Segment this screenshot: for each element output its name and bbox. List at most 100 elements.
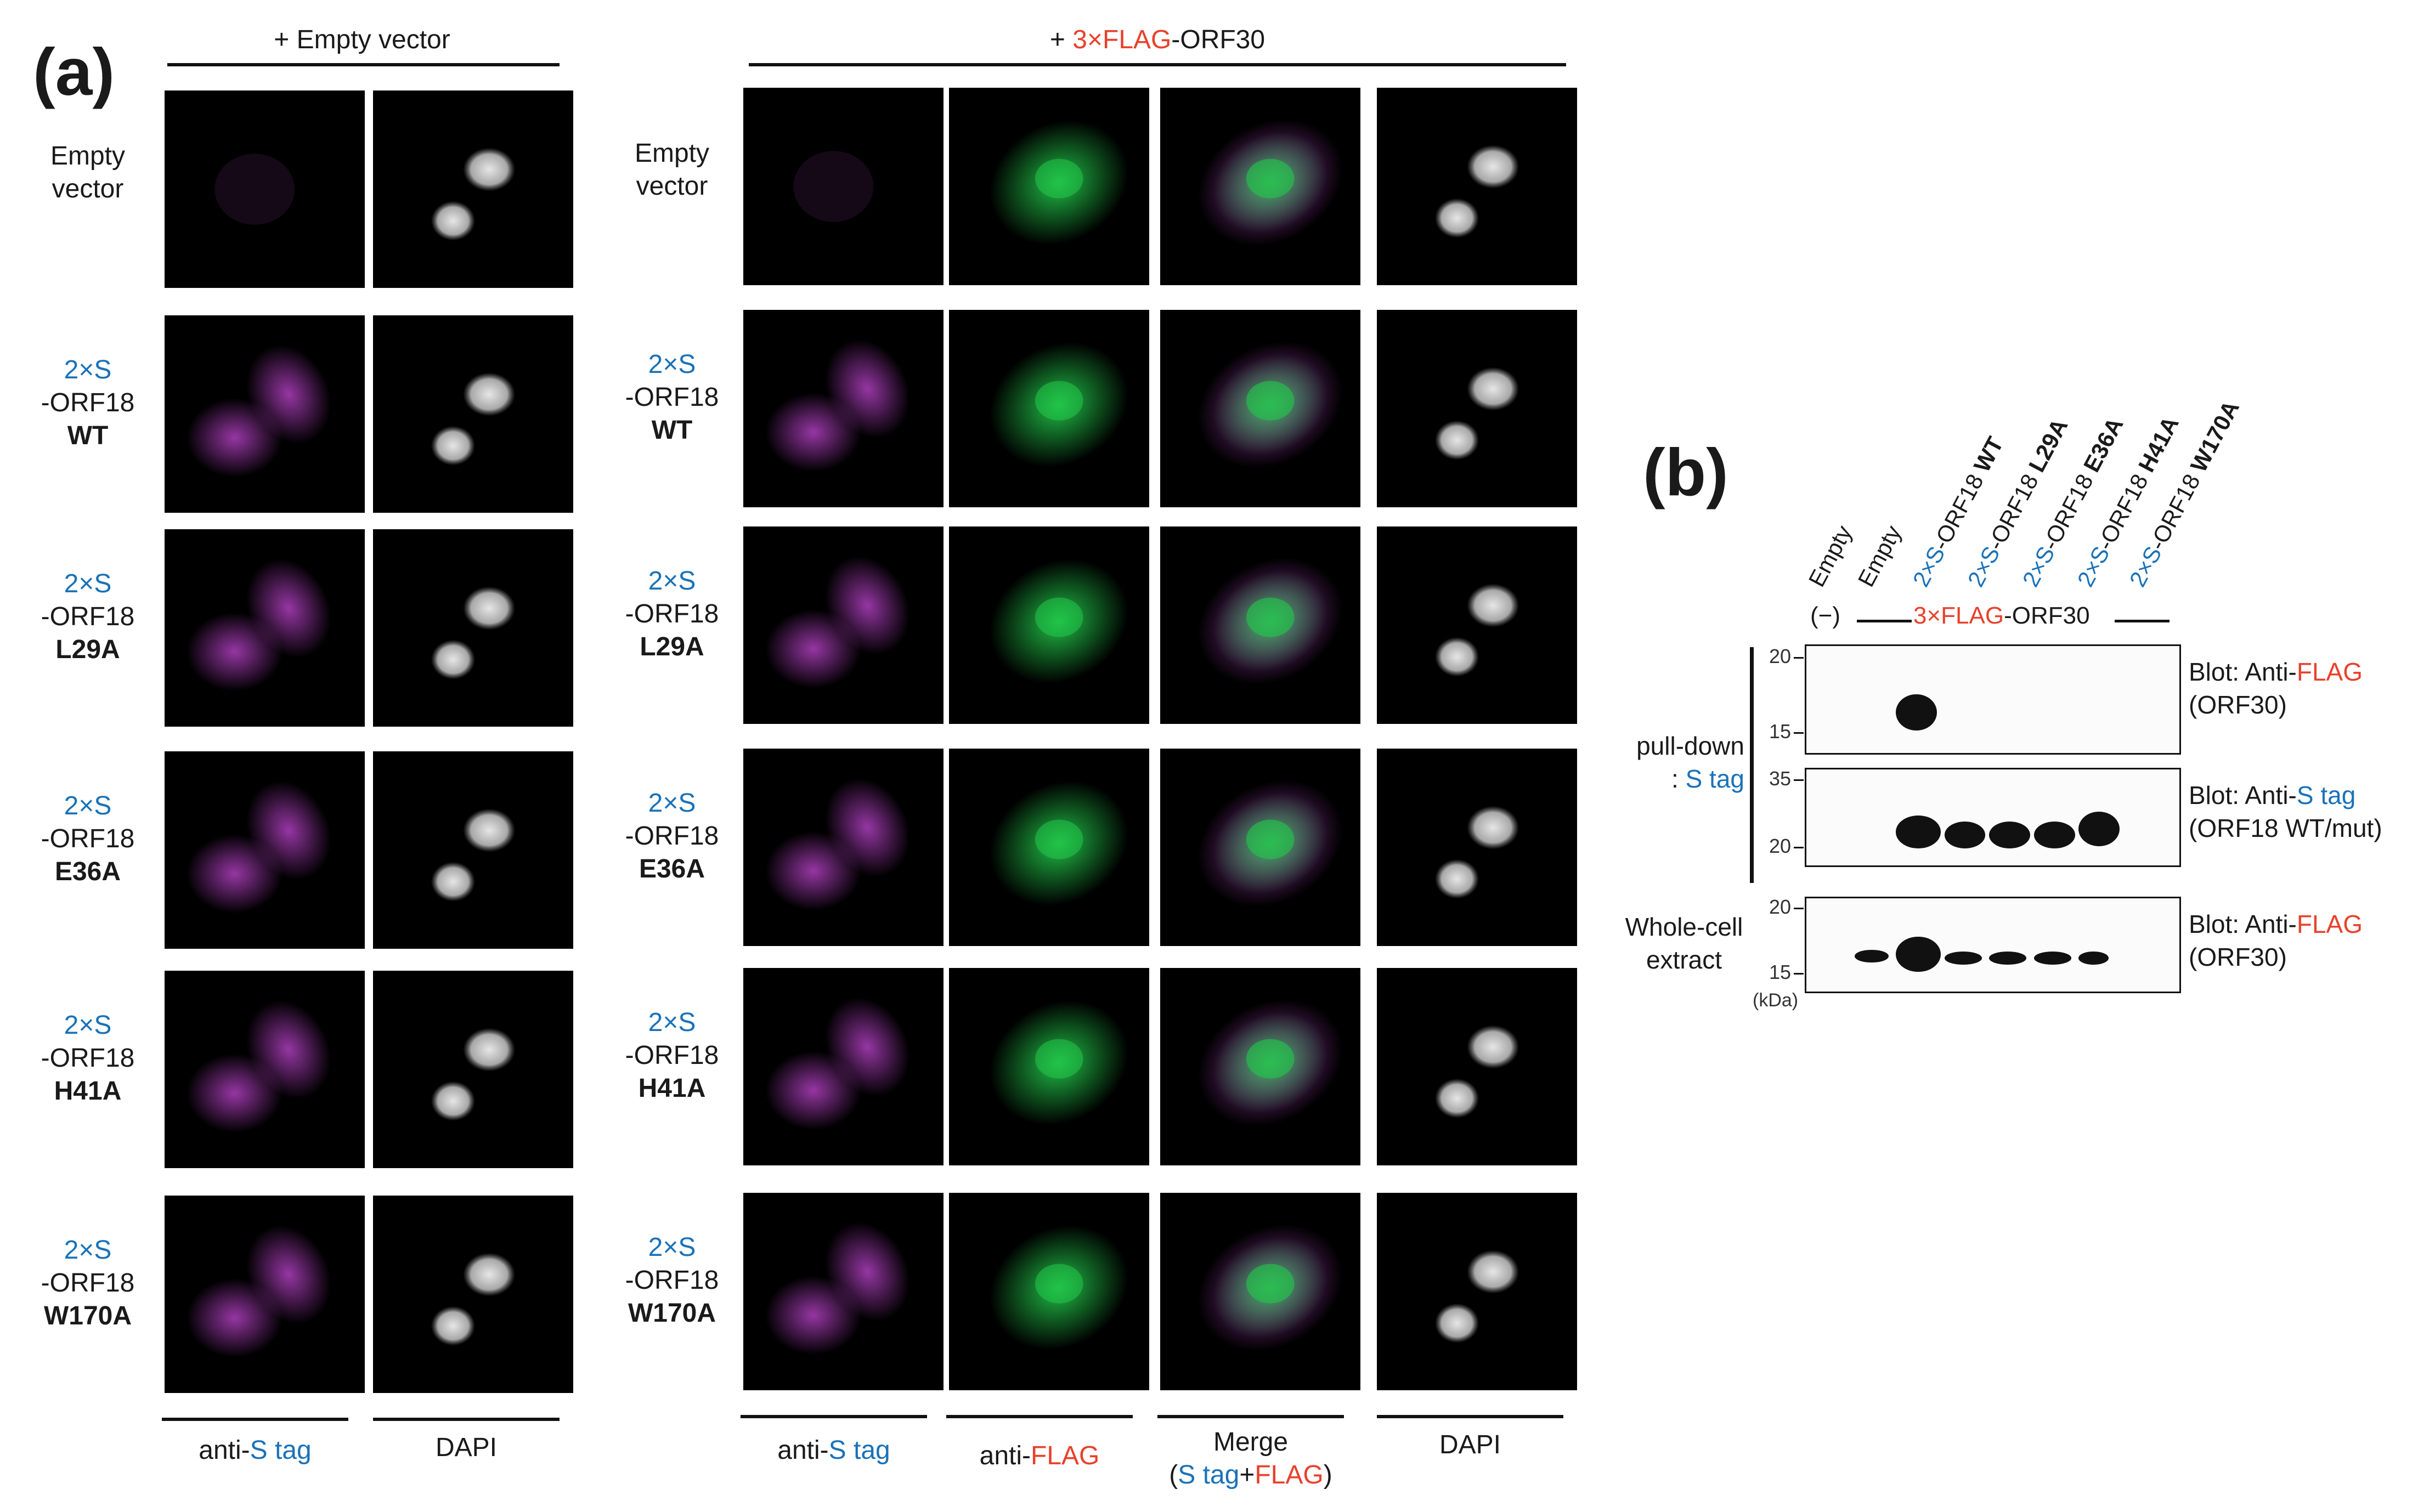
row-label-line1: 2×S (648, 789, 696, 818)
micrograph-flag-orf30-dapi-row0 (1377, 88, 1577, 285)
pulldown-label: pull-down : S tag (1636, 732, 1744, 793)
micrograph-flag-orf30-flag-row3 (949, 749, 1149, 946)
lane-mutation: W170A (2185, 396, 2245, 477)
lane-mutation: E36A (2078, 413, 2128, 477)
kda-unit-label: (kDa) (1753, 990, 1799, 1011)
col-label-anti-s-tag-right: anti-S tag (777, 1436, 890, 1465)
western-blot-0 (1805, 644, 2181, 755)
micrograph-empty-vector-s-tag-row4 (165, 971, 365, 1168)
col-underline-right-1 (741, 1415, 927, 1418)
blot-band (1944, 951, 1982, 965)
row-label-line3: H41A (54, 1077, 122, 1106)
blot-label-prefix: Blot: Anti- (2189, 781, 2297, 809)
mw-marker-label: 15 (1769, 961, 1791, 984)
row-label-line2: -ORF18 (41, 1044, 135, 1073)
row-label-line2: -ORF18 (625, 383, 719, 412)
mw-marker-label: 15 (1769, 720, 1791, 743)
micrograph-flag-orf30-flag-row2 (949, 526, 1149, 724)
micrograph-empty-vector-dapi-row5 (373, 1196, 573, 1393)
micrograph-flag-orf30-s-tag-row5 (743, 1193, 944, 1390)
mw-marker-tick (1794, 779, 1804, 781)
micrograph-empty-vector-dapi-row3 (373, 751, 573, 949)
group-header-empty-vector: + Empty vector (274, 25, 450, 54)
micrograph-empty-vector-s-tag-row3 (165, 751, 365, 949)
micrograph-empty-vector-s-tag-row5 (165, 1196, 365, 1393)
mw-marker-tick (1794, 908, 1804, 910)
micrograph-flag-orf30-flag-row5 (949, 1193, 1149, 1390)
blot-band (1944, 821, 1986, 848)
row-label-line1: 2×S (64, 355, 112, 384)
lane-group-bar-left (1857, 620, 1912, 622)
row-label-line3: L29A (640, 632, 704, 661)
col-underline-right-2 (946, 1415, 1133, 1418)
pulldown-bracket (1750, 647, 1754, 883)
lane-label-4: 2×S-ORF18 E36A (2018, 413, 2129, 591)
row-label-line2: -ORF18 (41, 1269, 135, 1298)
micrograph-empty-vector-dapi-row1 (373, 315, 573, 513)
row-label-line2: -ORF18 (41, 388, 135, 417)
col-underline-right-4 (1377, 1415, 1563, 1418)
row-label-line1: Empty (50, 141, 126, 171)
lane-text: -ORF18 (2037, 464, 2101, 554)
blot-label-prefix: Blot: Anti- (2189, 658, 2297, 686)
mw-marker-label: 20 (1769, 834, 1791, 857)
micrograph-flag-orf30-dapi-row3 (1377, 749, 1577, 946)
mw-marker-tick (1794, 657, 1804, 659)
micrograph-flag-orf30-merge-row1 (1160, 310, 1360, 507)
micrograph-empty-vector-s-tag-row1 (165, 315, 365, 513)
micrograph-flag-orf30-s-tag-row3 (743, 749, 944, 946)
blot-label-target: (ORF30) (2189, 943, 2287, 971)
micrograph-flag-orf30-flag-row0 (949, 88, 1149, 285)
lane-label-3: 2×S-ORF18 L29A (1963, 415, 2074, 591)
col-label-dapi-right: DAPI (1439, 1430, 1501, 1459)
row-label-line3: E36A (639, 854, 705, 884)
row-label-line1: 2×S (64, 791, 112, 820)
micrograph-empty-vector-s-tag-row2 (165, 529, 365, 727)
lane-label-0: Empty (1804, 521, 1857, 591)
micrograph-flag-orf30-merge-row3 (1160, 749, 1360, 946)
row-label-line3: WT (67, 421, 109, 450)
blot-antibody-label-0: Blot: Anti-FLAG (ORF30) (2189, 655, 2363, 721)
col-underline-left-2 (373, 1418, 560, 1421)
lane-text: -ORF18 (1982, 464, 2047, 554)
row-label-line1: 2×S (648, 1008, 696, 1037)
micrograph-empty-vector-dapi-row2 (373, 529, 573, 727)
micrograph-flag-orf30-merge-row2 (1160, 526, 1360, 724)
lane-label-1: Empty (1853, 521, 1907, 591)
blot-band (2078, 812, 2120, 846)
blot-antibody-label-2: Blot: Anti-FLAG(ORF30) (2189, 908, 2363, 973)
lane-text: -ORF18 (1927, 464, 1992, 554)
row-label-line3: H41A (638, 1074, 706, 1103)
blot-label-target: (ORF30) (2189, 690, 2287, 719)
micrograph-flag-orf30-s-tag-row2 (743, 526, 944, 724)
group-underline-right (749, 63, 1566, 66)
row-label-line1: 2×S (64, 569, 112, 598)
mw-marker-tick (1794, 846, 1804, 848)
row-label-line2: -ORF18 (41, 824, 135, 853)
blot-label-tag: FLAG (2296, 658, 2363, 686)
row-label-line1: 2×S (648, 350, 696, 379)
lane-text: Empty (1803, 521, 1857, 591)
micrograph-empty-vector-dapi-row0 (373, 90, 573, 288)
row-label-line2: -ORF18 (625, 822, 719, 851)
lane-mutation: H41A (2133, 412, 2184, 477)
blot-band (1896, 936, 1941, 972)
row-label-line3: W170A (43, 1301, 132, 1330)
western-blot-2 (1805, 897, 2181, 993)
col-underline-left-1 (162, 1418, 348, 1421)
lane-text: Empty (1852, 521, 1906, 591)
blot-band (2078, 951, 2109, 965)
blot-band (2033, 951, 2071, 965)
whole-cell-extract-label: Whole-cell extract (1625, 913, 1743, 974)
panel-b-label: (b) (1643, 435, 1728, 509)
col-label-anti-s-tag-left: anti-S tag (199, 1436, 312, 1465)
row-label-line1: 2×S (648, 567, 696, 596)
western-blot-1 (1805, 768, 2181, 867)
micrograph-flag-orf30-dapi-row4 (1377, 968, 1577, 1165)
micrograph-empty-vector-s-tag-row0 (165, 90, 365, 288)
blot-band (2033, 821, 2075, 848)
